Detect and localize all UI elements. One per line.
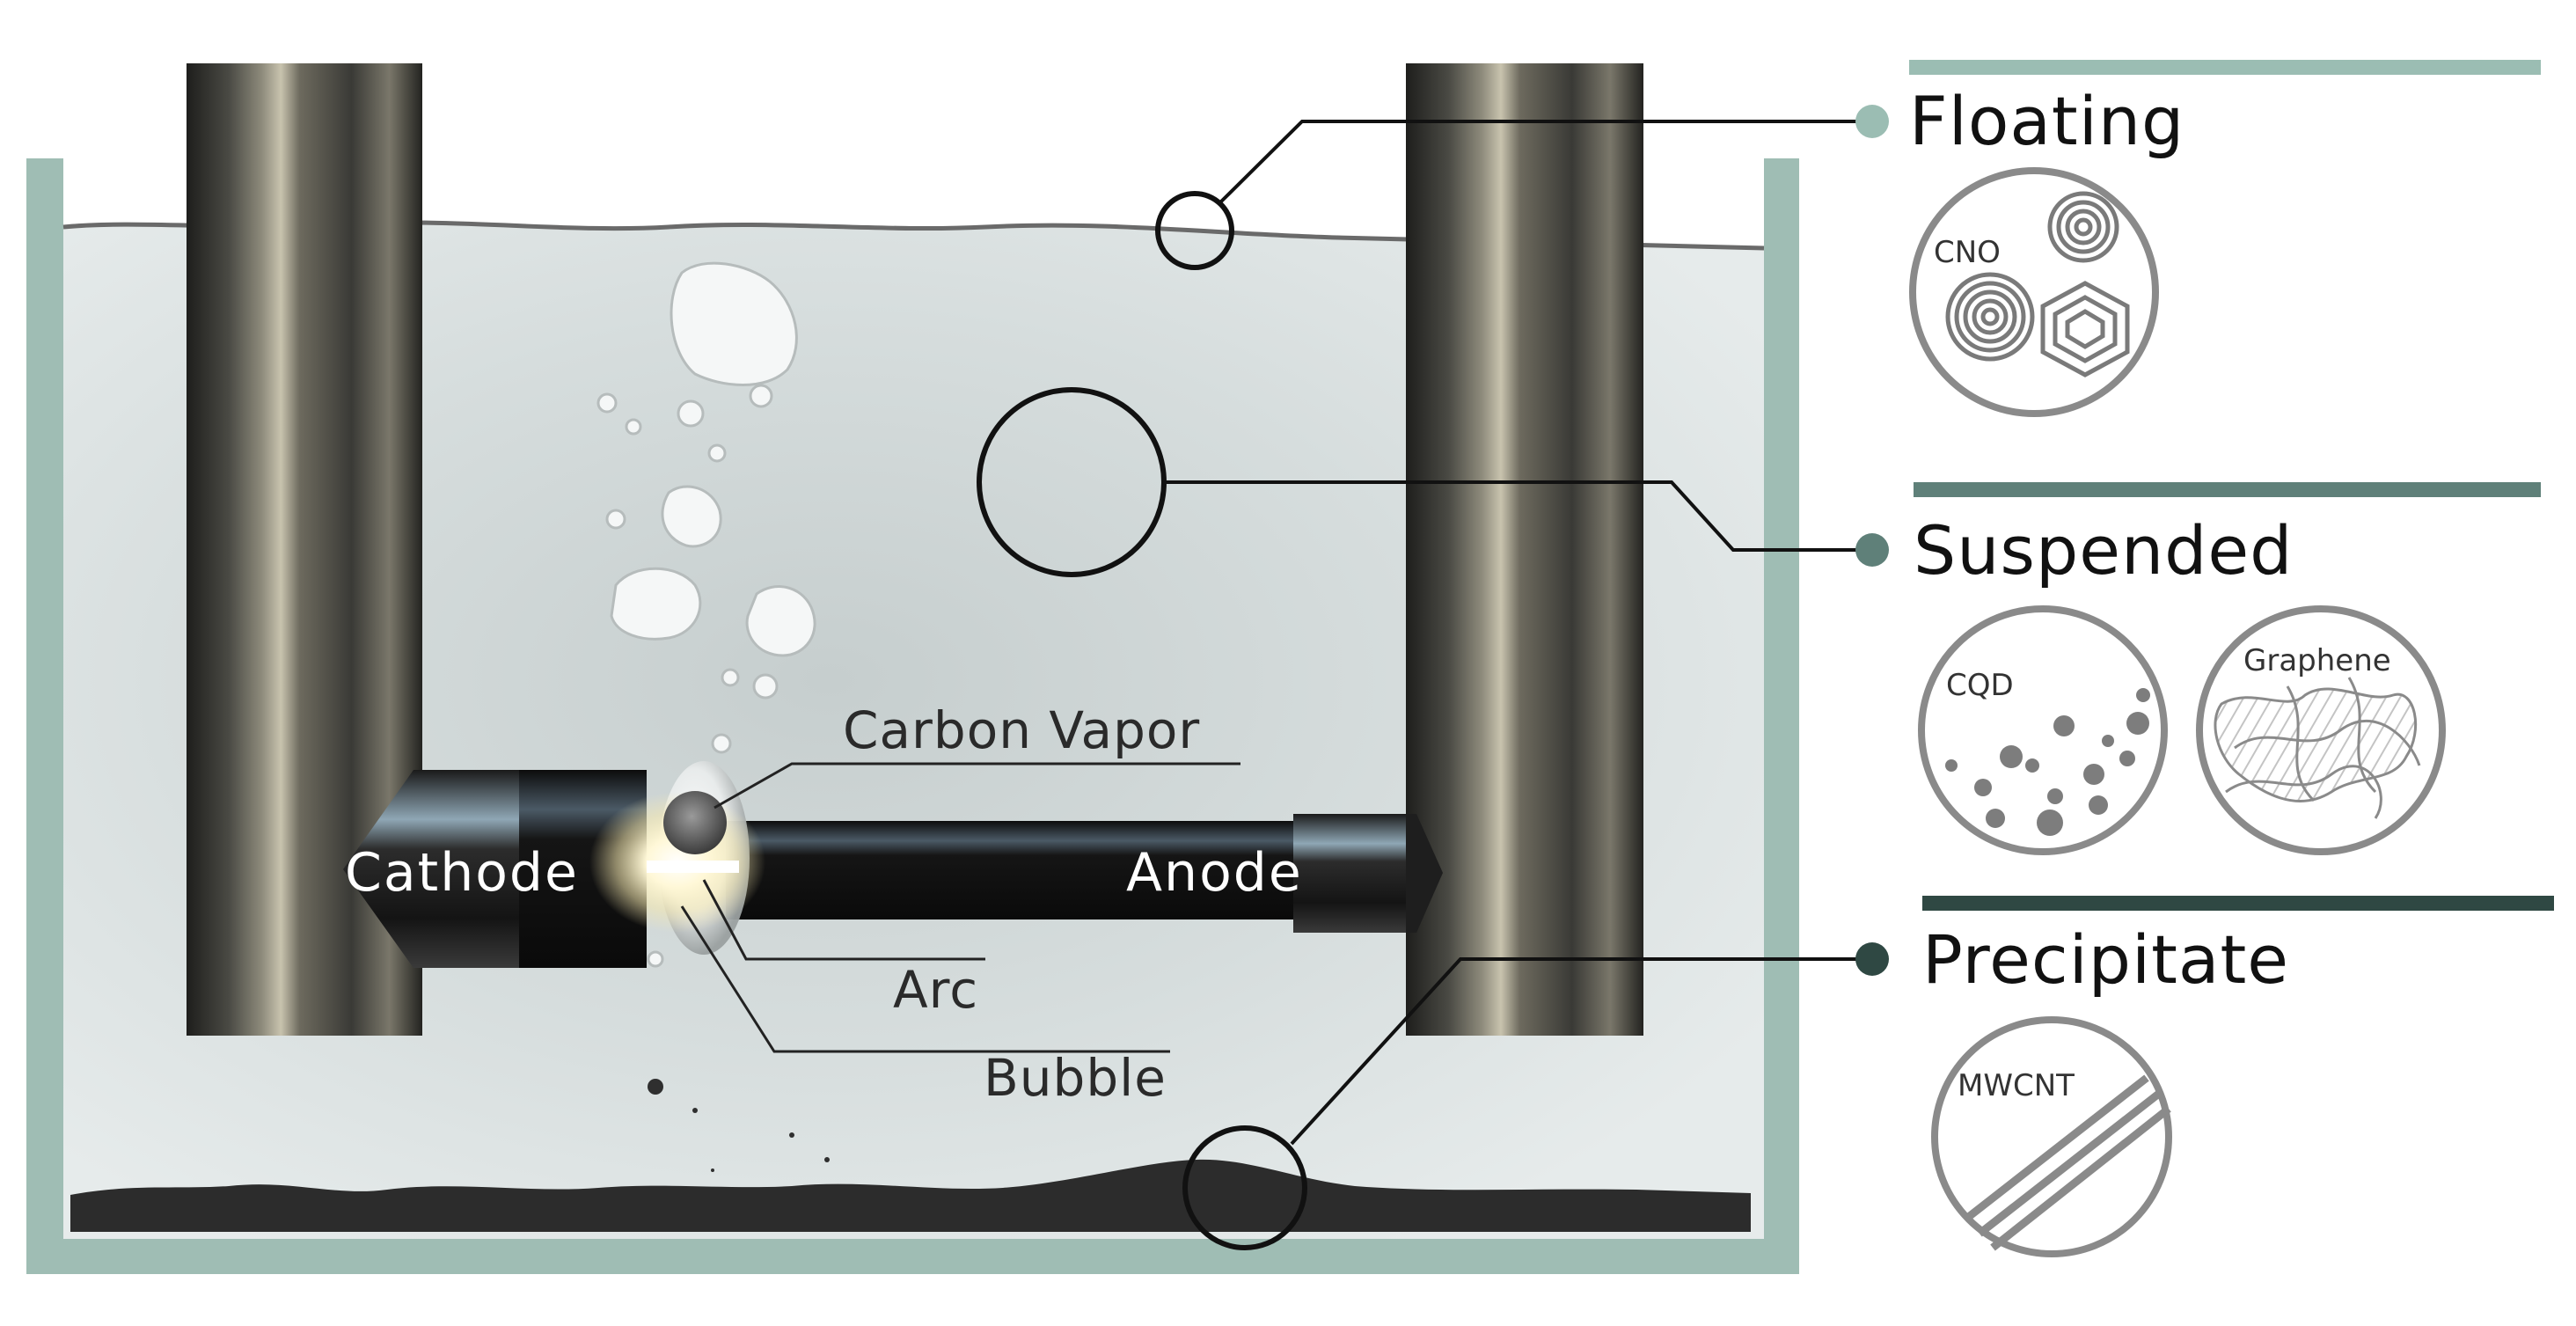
callout-lines [680, 762, 1240, 1053]
mwcnt-label: MWCNT [1958, 1068, 2075, 1103]
carbon-vapor-blob [663, 791, 727, 854]
onion-particle-1 [2047, 191, 2119, 263]
onion-particle-2 [1945, 272, 2035, 362]
cathode-label: Cathode [345, 842, 579, 904]
precipitate-marker-circle [1182, 1125, 1307, 1250]
anode-electrode [726, 814, 1443, 933]
arc-zone [589, 761, 765, 955]
precipitate-dot [1855, 942, 1889, 976]
suspended-section: Suspended CQD Graphene [1855, 482, 2541, 855]
sediment-layer [70, 1159, 1751, 1232]
precipitate-header-bar [1922, 896, 2554, 911]
rising-bubbles [596, 261, 816, 968]
leader-lines [1164, 120, 1872, 1146]
floating-marker-circle [1155, 191, 1234, 270]
polyhedral-particle [2040, 281, 2130, 377]
arc-label: Arc [893, 960, 978, 1020]
graphene-label: Graphene [2243, 643, 2391, 678]
anode-label: Anode [1126, 842, 1303, 904]
suspended-dot [1855, 533, 1889, 567]
precipitate-section: Precipitate MWCNT [1855, 896, 2554, 1257]
liquid [63, 222, 1764, 1240]
mwcnt-particle-circle: MWCNT [1931, 1016, 2172, 1257]
floating-header-bar [1909, 60, 2541, 75]
cqd-label: CQD [1946, 668, 2014, 703]
suspended-header-bar [1914, 482, 2541, 497]
floating-dot [1855, 105, 1889, 138]
floating-heading: Floating [1909, 82, 2184, 160]
quantum-dots [1945, 688, 2150, 836]
floating-section: Floating CNO [1855, 60, 2541, 417]
suspended-heading: Suspended [1914, 511, 2293, 590]
cathode-electrode [343, 770, 647, 968]
bubble-label: Bubble [984, 1048, 1167, 1108]
cno-label: CNO [1934, 235, 2001, 270]
cno-particle-circle: CNO [1909, 167, 2159, 417]
carbon-particles [648, 1079, 830, 1172]
graphene-particle-circle: Graphene [2196, 605, 2446, 855]
nanotube [1964, 1074, 2171, 1251]
arc-core [647, 861, 739, 873]
cqd-particle-circle: CQD [1918, 605, 2168, 855]
anode-holder-rod [1406, 63, 1643, 1036]
precipitate-heading: Precipitate [1922, 920, 2289, 999]
graphene-sheets [2214, 677, 2421, 819]
carbon-vapor-label: Carbon Vapor [843, 700, 1200, 760]
